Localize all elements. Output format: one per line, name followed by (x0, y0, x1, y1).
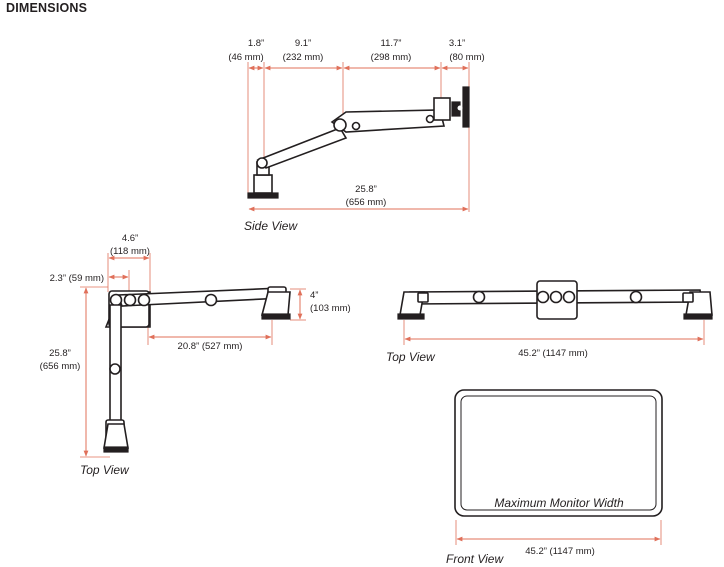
topl-dim-a-in: 4.6” (122, 233, 138, 244)
front-view-caption: Front View (446, 552, 504, 566)
topl-height-mm: (103 mm) (310, 303, 351, 314)
front-monitor-label: Maximum Monitor Width (494, 496, 624, 510)
top-view-right-drawing (397, 280, 713, 345)
page-title: DIMENSIONS (6, 1, 88, 15)
topl-depth-in: 25.8” (49, 348, 71, 359)
top-view-left-caption: Top View (80, 463, 130, 477)
side-dim-3-in: 11.7” (381, 38, 402, 49)
front-width: 45.2” (1147 mm) (525, 546, 595, 557)
side-dim-3-mm: (298 mm) (371, 52, 412, 63)
topl-depth-mm: (656 mm) (40, 361, 81, 372)
side-dim-1-in: 1.8” (248, 38, 264, 49)
topl-height-in: 4” (310, 290, 318, 301)
side-overall-mm: (656 mm) (346, 197, 387, 208)
topl-dim-b: 2.3” (59 mm) (50, 273, 104, 284)
side-dim-4-in: 3.1” (449, 38, 465, 49)
side-view-drawing (247, 62, 470, 212)
topl-reach: 20.8” (527 mm) (178, 341, 243, 352)
topr-width: 45.2” (1147 mm) (518, 348, 588, 359)
side-dim-2-in: 9.1” (295, 38, 311, 49)
top-view-right-caption: Top View (386, 350, 436, 364)
side-dim-4-mm: (80 mm) (449, 52, 484, 63)
front-view-drawing (454, 389, 663, 545)
side-view-caption: Side View (244, 219, 298, 233)
side-dim-1-mm: (46 mm) (228, 52, 263, 63)
top-view-left-drawing (80, 253, 306, 458)
topl-dim-a-mm: (118 mm) (110, 246, 150, 257)
side-dim-2-mm: (232 mm) (283, 52, 324, 63)
side-overall-in: 25.8” (355, 184, 377, 195)
